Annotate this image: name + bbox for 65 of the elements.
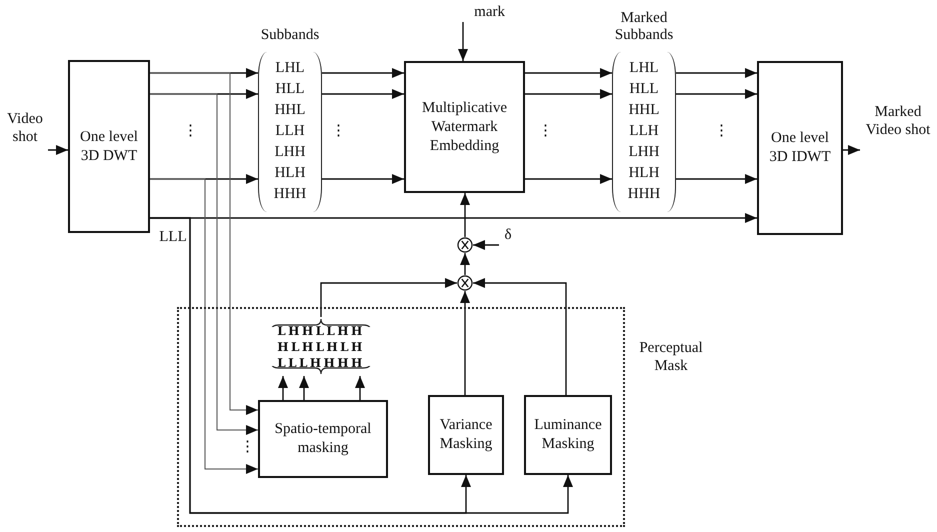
box-label: Spatio-temporal masking	[274, 420, 372, 458]
ellipsis-mark: ⋮	[538, 122, 548, 140]
arrow	[525, 89, 612, 99]
signal-label: Marked Video shot	[864, 103, 932, 139]
box-label: One level 3D DWT	[79, 128, 139, 166]
arrow	[322, 68, 404, 78]
subband-label: HLH	[628, 164, 660, 183]
box-label: One level 3D IDWT	[768, 129, 832, 167]
process-box	[757, 61, 843, 235]
ellipsis-mark: ⋮	[331, 122, 341, 140]
ellipsis-mark: ⋮	[240, 438, 250, 456]
arrow	[460, 291, 470, 395]
group-heading: Subbands	[260, 27, 320, 44]
arrow	[460, 193, 470, 237]
group-heading: Perceptual Mask	[638, 339, 704, 375]
subband-label: HHH	[274, 185, 306, 204]
arrow	[150, 178, 258, 474]
arrow	[299, 376, 309, 400]
box-label: Multiplicative Watermark Embedding	[421, 98, 508, 156]
subband-label: LHL	[275, 59, 305, 78]
arrow	[278, 376, 288, 400]
arrow	[150, 217, 573, 514]
signal-label: δ	[503, 226, 513, 244]
subband-label: HHL	[274, 101, 306, 120]
process-box	[258, 400, 388, 478]
subband-label: HLL	[629, 80, 659, 99]
signal-label: mark	[473, 3, 505, 21]
arrow	[355, 376, 365, 400]
signal-label: LLL	[158, 228, 188, 246]
subband-label: HLL	[275, 80, 305, 99]
process-box	[68, 60, 150, 233]
process-box	[524, 395, 612, 475]
arrow	[676, 174, 757, 184]
arrow	[322, 174, 404, 184]
arrow	[473, 240, 499, 250]
arrow	[48, 145, 68, 155]
arrow	[322, 89, 404, 99]
arrow	[458, 22, 468, 61]
subband-label: HLH	[274, 164, 306, 183]
signal-label: Video shot	[6, 110, 44, 146]
arrow	[525, 174, 612, 184]
subband-label: LHH	[628, 143, 660, 162]
box-label: Luminance Masking	[533, 416, 603, 454]
ellipsis-mark: ⋮	[183, 122, 193, 140]
arrow	[460, 253, 470, 275]
subband-label: LLH	[275, 122, 305, 141]
ellipsis-mark: ⋮	[714, 122, 724, 140]
arrow	[676, 68, 757, 78]
subband-row: HLHLHLH	[277, 338, 365, 354]
subband-label: LLH	[629, 122, 659, 141]
arrow	[473, 278, 567, 395]
subband-row: LHHLLHH	[277, 322, 365, 338]
arrow	[525, 68, 612, 78]
process-box	[428, 395, 504, 475]
subband-label: HHH	[628, 185, 660, 204]
group-heading: Marked Subbands	[614, 10, 674, 44]
arrow	[843, 145, 860, 155]
subband-row: LLLHHHH	[277, 354, 365, 370]
arrow	[676, 89, 757, 99]
subband-label: HHL	[628, 101, 660, 120]
subband-label: LHH	[274, 143, 306, 162]
arrow	[320, 278, 457, 317]
process-box	[404, 61, 525, 193]
subband-label: LHL	[629, 59, 659, 78]
box-label: Variance Masking	[438, 416, 494, 454]
